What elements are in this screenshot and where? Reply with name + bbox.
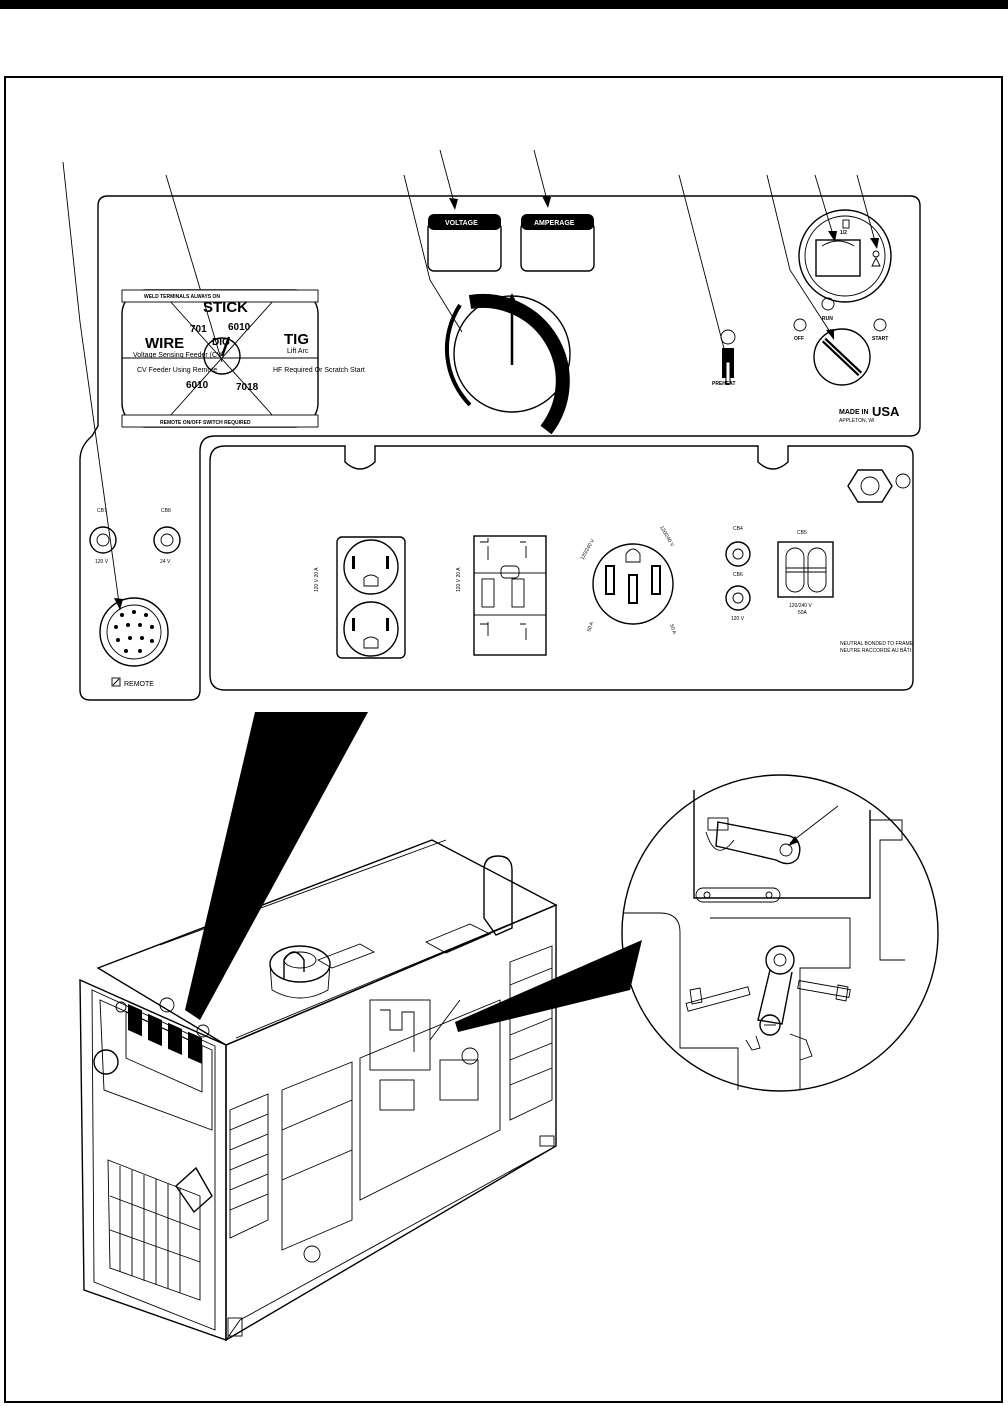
front-grille <box>107 1159 201 1301</box>
neutral-bond-fr: NEUTRE RACCORDÉ AU BÂTI <box>840 647 911 654</box>
preheat-switch[interactable]: PREHEAT <box>712 329 736 387</box>
neutral-bond-en: NEUTRAL BONDED TO FRAME <box>840 641 914 647</box>
detail-pointer-wedge <box>455 940 642 1032</box>
wire-label: WIRE <box>145 335 184 352</box>
ground-icon <box>895 473 911 489</box>
receptacle-240v: 120/240 V 120/240 V 50 A 50 A <box>580 525 678 636</box>
r240-voltage-right: 120/240 V <box>658 525 675 548</box>
gfci-rating: 120 V 20 A <box>456 567 462 592</box>
callout-leaders <box>62 149 879 846</box>
cb8-breaker[interactable]: CB8 24 V <box>153 508 181 565</box>
cb7-voltage: 120 V <box>95 559 109 565</box>
tig-sub-label: Lift Arc <box>287 348 309 355</box>
cv-feeder-label: CV Feeder Using Remote <box>137 367 217 374</box>
engine-start-label: START <box>872 336 888 342</box>
fuel-half-label: 1/2 <box>840 230 847 236</box>
top-rule <box>0 0 1008 9</box>
weld-terminals-note: WELD TERMINALS ALWAYS ON <box>144 294 220 300</box>
warning-light-icon <box>872 250 880 258</box>
ground-stud <box>847 469 911 503</box>
made-in-label: MADE IN <box>839 409 869 416</box>
voltage-meter: VOLTAGE <box>427 214 502 272</box>
duplex-receptacle: 120 V 20 A <box>314 536 406 659</box>
cb4-breaker[interactable]: CB4 <box>725 526 751 567</box>
electrode-6010-top: 6010 <box>228 322 251 333</box>
fuel-pump-icon <box>842 219 850 229</box>
r240-amps-right: 50 A <box>668 624 677 636</box>
r240-voltage-left: 120/240 V <box>580 538 597 561</box>
amperage-label: AMPERAGE <box>534 220 575 227</box>
aux-panel-outline <box>209 445 914 691</box>
remote-switch-note: REMOTE ON/OFF SWITCH REQUIRED <box>160 420 251 426</box>
engine-off-label: OFF <box>794 336 804 342</box>
cb8-label: CB8 <box>161 508 171 514</box>
figure-frame <box>4 76 1003 1403</box>
electrode-7018: 7018 <box>236 382 259 393</box>
process-selector-chart: WELD TERMINALS ALWAYS ON REMOTE ON/OFF S… <box>121 289 365 428</box>
stick-label: STICK <box>203 299 248 316</box>
remote-receptacle[interactable]: REMOTE <box>99 597 169 688</box>
duplex-rating: 120 V 20 A <box>314 567 320 592</box>
amperage-meter: AMPERAGE <box>520 214 595 272</box>
gfci-receptacle[interactable]: 120 V 20 A <box>456 535 547 656</box>
tig-label: TIG <box>284 331 309 348</box>
cb5-voltage: 120/240 V <box>789 603 812 609</box>
engine-control-switch[interactable]: OFF RUN START <box>793 297 888 386</box>
r240-amps-left: 50 A <box>586 621 595 633</box>
cb7-label: CB7 <box>97 508 107 514</box>
appleton-label: APPLETON, WI <box>839 418 874 424</box>
cb8-voltage: 24 V <box>160 559 171 565</box>
process-selector-knob <box>203 337 241 375</box>
electrode-6010-bottom: 6010 <box>186 380 209 391</box>
fuel-gauge: 1/2 <box>798 209 892 303</box>
electrode-701: 701 <box>190 324 207 335</box>
cb5-breaker[interactable]: CB5 120/240 V 50A <box>777 530 834 616</box>
made-in-usa-badge: MADE IN USA APPLETON, WI <box>839 404 900 424</box>
remote-arrow-icon <box>111 677 121 687</box>
usa-label: USA <box>872 404 900 419</box>
cb6-label: CB6 <box>733 572 743 578</box>
control-panel-outline <box>79 195 921 701</box>
cb5-label: CB5 <box>797 530 807 536</box>
cb4-label: CB4 <box>733 526 743 532</box>
off-icon <box>793 318 807 332</box>
dig-label: DIG <box>212 337 230 348</box>
preheat-label: PREHEAT <box>712 381 736 387</box>
wire-sub-label: Voltage Sensing Feeder (CV) <box>133 352 224 359</box>
cb6-breaker[interactable]: CB6 120 V <box>725 572 751 622</box>
panel-pointer-wedge <box>185 712 368 1020</box>
side-vents <box>229 945 553 1239</box>
engine-run-label: RUN <box>822 316 833 322</box>
cb5-amps: 50A <box>798 610 808 616</box>
hf-note-label: HF Required Or Scratch Start <box>273 367 365 374</box>
cb7-breaker[interactable]: CB7 120 V <box>89 508 117 565</box>
weld-control-knob[interactable] <box>444 293 571 435</box>
start-icon <box>873 318 887 332</box>
voltage-label: VOLTAGE <box>445 220 478 227</box>
welder-generator-illustration <box>79 839 558 1342</box>
run-icon <box>821 297 835 311</box>
throttle-detail-inset <box>621 774 939 1092</box>
remote-label: REMOTE <box>124 681 154 688</box>
cb6-voltage: 120 V <box>731 616 745 622</box>
